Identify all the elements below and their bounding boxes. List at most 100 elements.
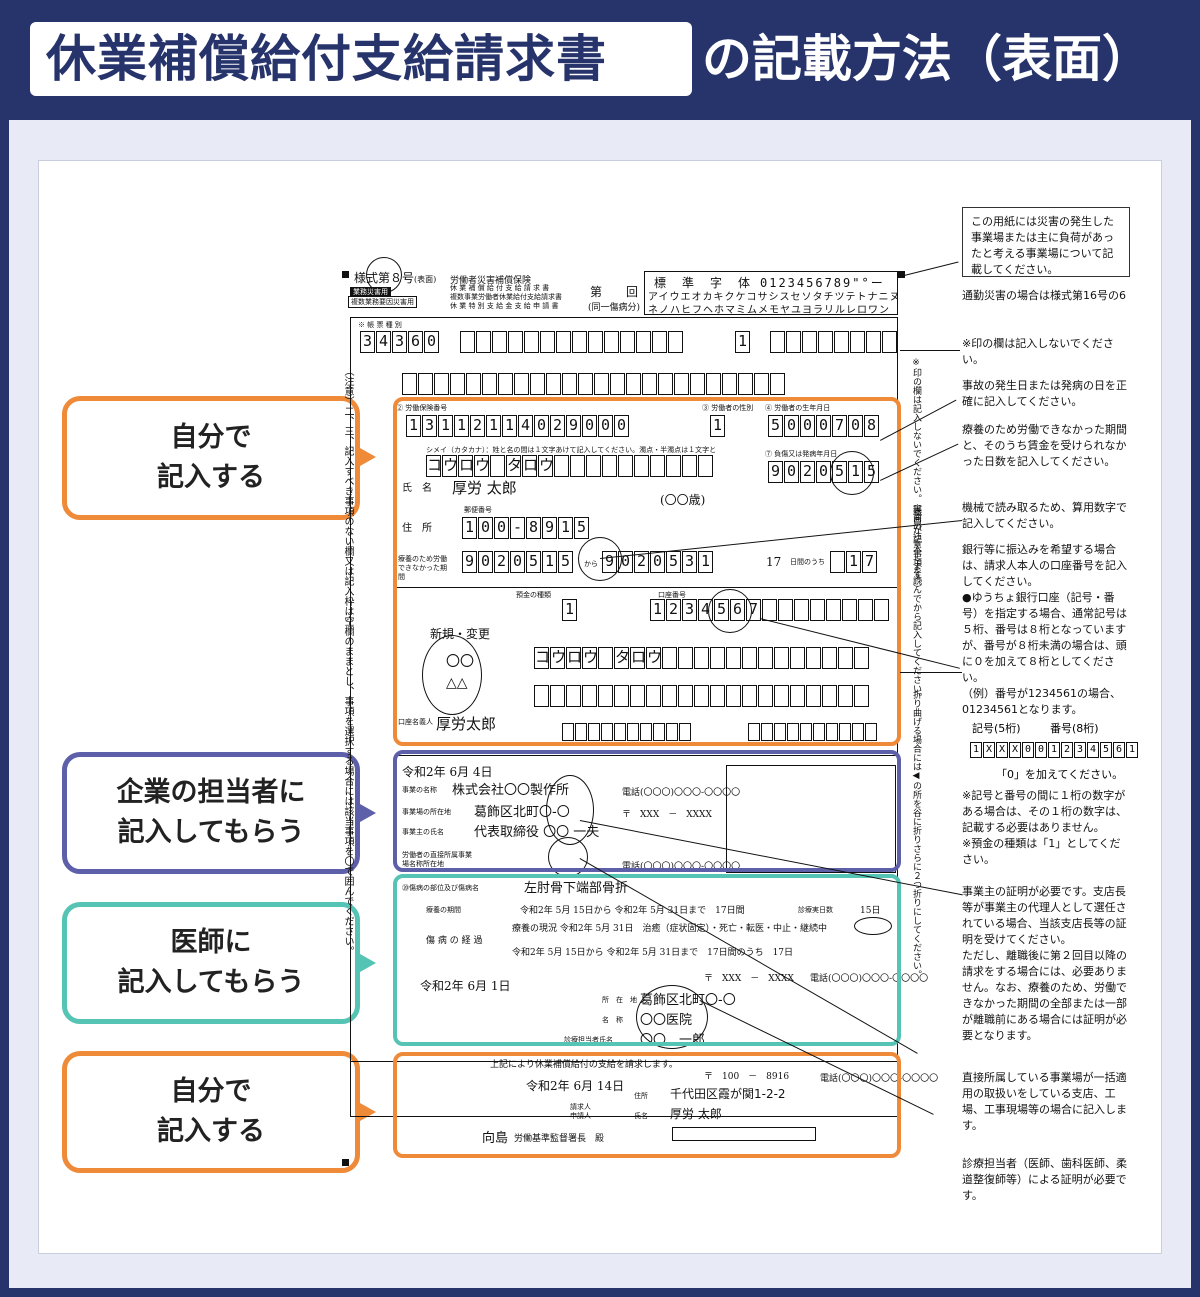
note-employer-cert: 事業主の証明が必要です。支店長等が事業主の代理人として選任されている場合、当該支… bbox=[962, 885, 1127, 1042]
treatment-status: 療養の現況 令和2年 5月 31日 治癒（症状固定）・死亡・転医・中止・継続中 bbox=[512, 924, 827, 934]
highlight-self-top bbox=[393, 397, 901, 746]
hospital-name-label: 名 称 bbox=[602, 1016, 623, 1024]
form-type-badge-2: 複数業務要因災害用 bbox=[348, 296, 417, 308]
highlight-doctor bbox=[393, 874, 901, 1046]
injury-part-label: ⑳傷病の部位及び傷病名 bbox=[402, 884, 479, 892]
form-title-suffix: 第 回 bbox=[590, 285, 639, 299]
page-title: 休業補償給付支給請求書 bbox=[30, 22, 692, 96]
labor-insurance-label: ② 労働保険番号 bbox=[396, 404, 448, 412]
label-arrow-icon bbox=[360, 448, 376, 466]
period-days-label: 日間のうち bbox=[790, 558, 825, 566]
note-numerals: 機械で読み取るため、算用数字で記入してください。 bbox=[962, 501, 1127, 530]
treatment-days-value: 15日 bbox=[860, 906, 881, 916]
employer-notice-box bbox=[726, 765, 896, 873]
form-code-label: ※ 帳 票 種 別 bbox=[358, 321, 402, 329]
gender-box: 1 bbox=[710, 415, 726, 437]
registration-mark-icon bbox=[342, 1159, 349, 1166]
claim-date: 令和2年 6月 14日 bbox=[526, 1079, 625, 1093]
claimant-name-label: 氏名 bbox=[634, 1112, 648, 1120]
account-circle bbox=[708, 589, 752, 633]
office-name: 向島 bbox=[482, 1131, 509, 1146]
birth-label: ④ 労働者の生年月日 bbox=[765, 404, 831, 412]
claimant-role: 請求人 申請人 bbox=[570, 1103, 591, 1120]
std-kana-2: ネノハヒフヘホマミムメモヤユヨラリルレロワン bbox=[648, 305, 890, 316]
employer-address-label: 事業場の所在地 bbox=[402, 808, 451, 816]
bank-code-boxes bbox=[562, 723, 692, 741]
treatment-days-label: 診療実日数 bbox=[798, 906, 833, 914]
connector-line bbox=[900, 350, 960, 351]
note-doctor-cert: 診療担当者（医師、歯科医師、柔道整復師等）による証明が必要です。 bbox=[962, 1157, 1127, 1202]
standard-character-table bbox=[644, 271, 898, 315]
injury-date-label: ⑦ 負傷又は発病年月日 bbox=[765, 450, 838, 458]
label-self-fill-top: 自分で 記入する bbox=[62, 396, 360, 520]
note-direct-office: 直接所属している事業場が一括適用の取扱いをしている支店、工場、工事現場等の場合に… bbox=[962, 1071, 1127, 1132]
section-divider bbox=[396, 755, 898, 756]
gender-label: ③ 労働者の性別 bbox=[702, 404, 754, 412]
note-bank: 銀行等に振込みを希望する場合は、請求人本人の口座番号を記入してください。 ●ゆう… bbox=[962, 543, 1127, 716]
registration-mark-icon bbox=[898, 271, 905, 278]
injury-date-circle bbox=[830, 451, 874, 495]
ongoing-circle bbox=[854, 917, 892, 935]
std-digits: 0123456789"°ー bbox=[760, 276, 885, 290]
vertical-left-notes: （注意）二、三、記入すべき事項のない欄又は記入枠は空欄のままとし、事項を選択する… bbox=[342, 366, 353, 956]
std-kana-1: アイウエオカキクケコサシスセソタチツテトナニヌ bbox=[648, 292, 901, 303]
employer-zip: 〒 XXX － XXXX bbox=[622, 810, 712, 820]
my-number-box bbox=[672, 1127, 816, 1141]
hospital-tel: 電話(〇〇〇)〇〇〇-〇〇〇〇 bbox=[810, 974, 929, 984]
highlight-self-bottom bbox=[393, 1052, 901, 1158]
period-days-value: 17 bbox=[766, 555, 782, 569]
account-label: 口座番号 bbox=[658, 591, 686, 599]
claimant-address-label: 住所 bbox=[634, 1092, 648, 1100]
note-period: 療養のため労働できなかった期間と、そのうち賃金を受けられなかった日数を記入してく… bbox=[962, 423, 1127, 468]
connector-line bbox=[900, 672, 962, 673]
label-doctor-fill: 医師に 記入してもらう bbox=[62, 902, 360, 1024]
period-circle bbox=[578, 537, 622, 581]
example-caption: 「0」を加えてください。 bbox=[996, 768, 1124, 781]
postal-code-boxes bbox=[748, 723, 878, 741]
direct-office-label: 労働者の直接所属事業場名称所在地 bbox=[402, 851, 472, 868]
name-value: 厚労 太郎 bbox=[452, 479, 517, 497]
name-label: 氏 名 bbox=[402, 483, 432, 494]
bank-name-circle bbox=[422, 635, 482, 715]
form-type-badge: 業務災害用 bbox=[350, 287, 391, 297]
account-holder-value: 厚労太郎 bbox=[436, 715, 497, 733]
section-divider bbox=[350, 1061, 898, 1062]
doctor-name-label: 診療担当者氏名 bbox=[564, 1036, 613, 1044]
header-bar: 休業補償給付支給請求書 の記載方法（表面） bbox=[0, 0, 1200, 120]
vertical-fold-notice: 折り曲げる場合には◀の所を谷に折りさらに２つ折りにしてください。 bbox=[911, 690, 921, 979]
zip-label: 郵便番号 bbox=[464, 506, 492, 514]
note-commute: 通勤災害の場合は様式第16号の6 bbox=[962, 289, 1126, 302]
claimant-address: 千代田区霞が関1-2-2 bbox=[670, 1087, 786, 1101]
employer-name: 株式会社〇〇製作所 bbox=[452, 783, 570, 798]
employer-date: 令和2年 6月 4日 bbox=[402, 765, 493, 779]
insurance-title: 労働者災害補償保険 bbox=[450, 276, 532, 286]
direct-office-tel: 電話(〇〇〇)〇〇〇-〇〇〇〇 bbox=[622, 862, 741, 872]
unable-period: 令和2年 5月 15日から 令和2年 5月 31日まで 17日間のうち 17日 bbox=[512, 948, 794, 958]
example-number-label: 番号(8桁) bbox=[1050, 722, 1099, 735]
label-arrow-icon bbox=[360, 954, 376, 972]
admin-office-boxes bbox=[460, 331, 684, 353]
label-employer-fill: 企業の担当者に 記入してもらう bbox=[62, 752, 360, 874]
doctor-date: 令和2年 6月 1日 bbox=[420, 979, 511, 993]
note-asterisk: ※印の欄は記入しないでください。 bbox=[962, 337, 1114, 366]
treatment-period-value: 令和2年 5月 15日から 令和2年 5月 31日まで 17日間 bbox=[520, 906, 745, 916]
section-divider bbox=[396, 587, 898, 588]
employer-owner-label: 事業主の氏名 bbox=[402, 828, 444, 836]
employer-name-label: 事業の名称 bbox=[402, 786, 437, 794]
employer-address: 葛飾区北町〇-〇 bbox=[474, 805, 570, 820]
meigi-boxes-2 bbox=[534, 685, 870, 707]
average-wage-boxes bbox=[402, 373, 786, 395]
label-arrow-icon bbox=[360, 804, 376, 822]
employer-tel: 電話(〇〇〇)〇〇〇-〇〇〇〇 bbox=[622, 788, 741, 798]
hospital-zip: 〒 XXX － XXXX bbox=[704, 974, 794, 984]
label-self-fill-bottom: 自分で 記入する bbox=[62, 1051, 360, 1173]
claimant-name: 厚労 太郎 bbox=[670, 1107, 722, 1121]
name-kana-boxes: コウロウ タロウ bbox=[426, 455, 714, 477]
treatment-period-label: 療養の期間 bbox=[426, 906, 461, 914]
